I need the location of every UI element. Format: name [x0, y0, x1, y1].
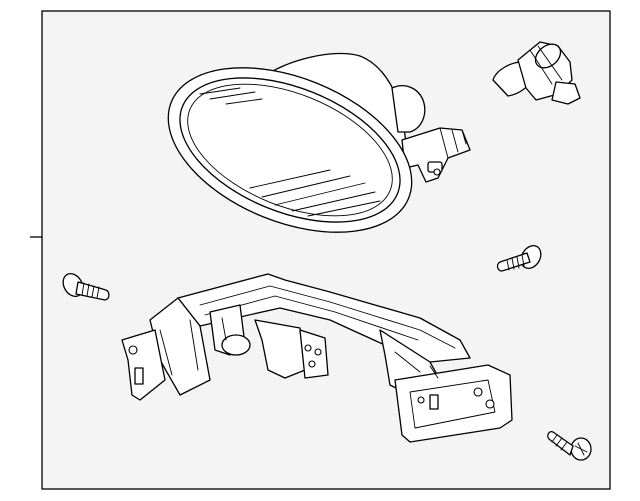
- fog-lamp-assembly: [167, 52, 471, 233]
- screw-right: [496, 245, 542, 272]
- lens-texture: [199, 87, 381, 217]
- bulb: [492, 41, 581, 105]
- screw-bottom: [547, 430, 592, 461]
- mounting-bracket: [121, 273, 513, 443]
- screw-left: [62, 273, 110, 301]
